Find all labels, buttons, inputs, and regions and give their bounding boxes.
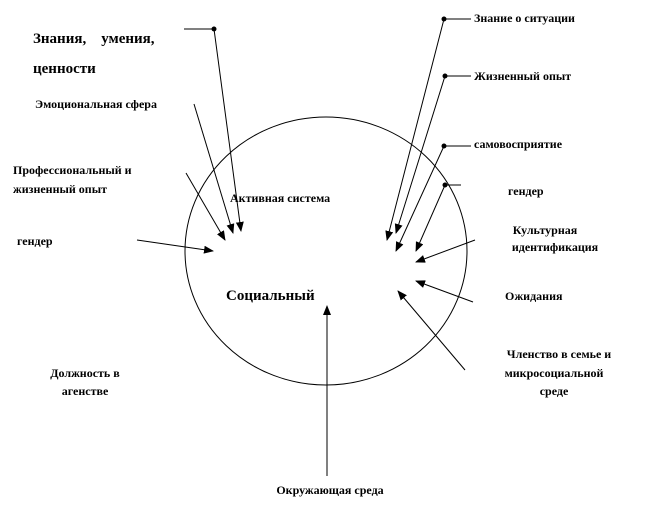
arrow-expectations <box>415 280 474 303</box>
label-cultural-2: идентификация <box>511 240 599 254</box>
label-knowledge: Знания, умения, <box>33 31 155 47</box>
arrow-self-perception-dot <box>441 143 447 149</box>
label-position-2: агенстве <box>61 384 109 398</box>
label-prof-experience-2: жизненный опыт <box>13 182 107 196</box>
arrow-gender-right-dot <box>442 182 448 188</box>
inner-label: Активная система <box>230 191 331 205</box>
label-prof-experience-1: Профессиональный и <box>13 163 132 177</box>
label-environment: Окружающая среда <box>276 483 384 497</box>
label-family-1: Членство в семье и <box>506 347 612 361</box>
label-values: ценности <box>33 61 96 77</box>
label-gender-left: гендер <box>17 234 53 248</box>
label-self-perception: самовосприятие <box>474 137 563 151</box>
label-expectations: Ожидания <box>505 289 563 303</box>
label-cultural-1: Культурная <box>512 223 578 237</box>
arrow-prof-experience <box>185 172 226 241</box>
arrow-gender-left <box>136 239 214 254</box>
label-life-experience: Жизненный опыт <box>474 69 572 83</box>
arrow-family <box>397 290 466 371</box>
arrow-emotional <box>193 103 235 234</box>
arrow-cultural <box>415 239 476 263</box>
label-family-3: среде <box>539 384 569 398</box>
label-position-1: Должность в <box>50 366 120 380</box>
arrow-situation-knowledge <box>385 18 471 241</box>
central-circle <box>184 116 468 386</box>
label-gender-right: гендер <box>508 184 544 198</box>
label-situation-knowledge: Знание о ситуации <box>474 11 575 25</box>
arrow-situation-dot <box>441 16 447 22</box>
arrow-knowledge-dot <box>211 26 217 32</box>
label-family-2: микросоциальной <box>504 366 604 380</box>
label-emotional: Эмоциональная сфера <box>35 97 157 111</box>
center-title: Социальный <box>226 288 315 304</box>
arrow-life-experience-dot <box>442 73 448 79</box>
